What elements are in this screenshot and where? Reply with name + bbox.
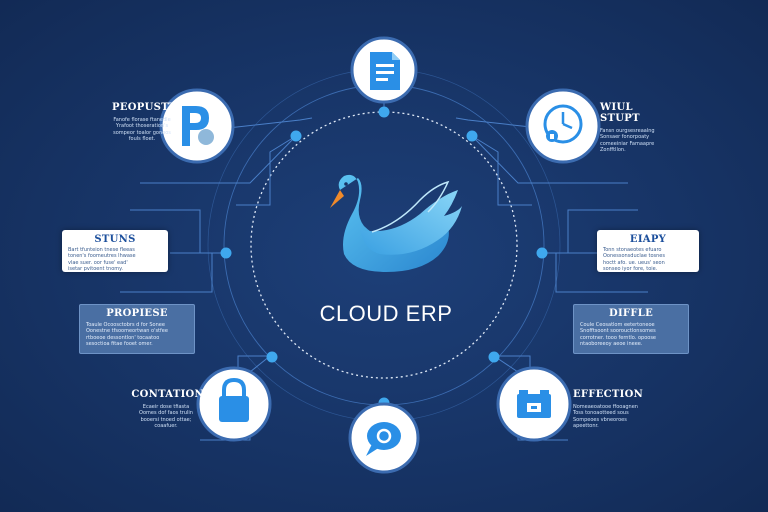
p-logo-icon xyxy=(182,106,214,146)
node-title: WIUL STUPT xyxy=(600,102,640,124)
node-title: STUNS xyxy=(94,234,136,245)
connector-lines xyxy=(120,98,648,441)
node-top[interactable] xyxy=(350,36,418,104)
node-title: PROPIESE xyxy=(106,308,168,319)
node-bottom-left[interactable] xyxy=(196,366,272,442)
junction-dots xyxy=(220,106,548,409)
chat-bubble-icon xyxy=(366,422,401,456)
document-icon xyxy=(370,52,400,90)
node-top-left[interactable] xyxy=(159,88,235,164)
node-title: EFFECTION xyxy=(573,389,644,400)
node-title: PEOPUSTT xyxy=(112,102,177,113)
node-title: EIAPY xyxy=(629,234,667,245)
lock-icon xyxy=(219,377,249,422)
swan-logo xyxy=(330,174,462,272)
browser-window-icon xyxy=(517,390,551,418)
center-title: CLOUD ERP xyxy=(319,301,453,326)
node-bottom-right[interactable] xyxy=(496,366,572,442)
node-title: CONTATION xyxy=(131,389,204,400)
node-title: DIFFLE xyxy=(608,308,653,319)
node-bottom[interactable] xyxy=(348,402,420,474)
node-top-right[interactable] xyxy=(525,88,601,164)
clock-icon xyxy=(543,104,583,144)
